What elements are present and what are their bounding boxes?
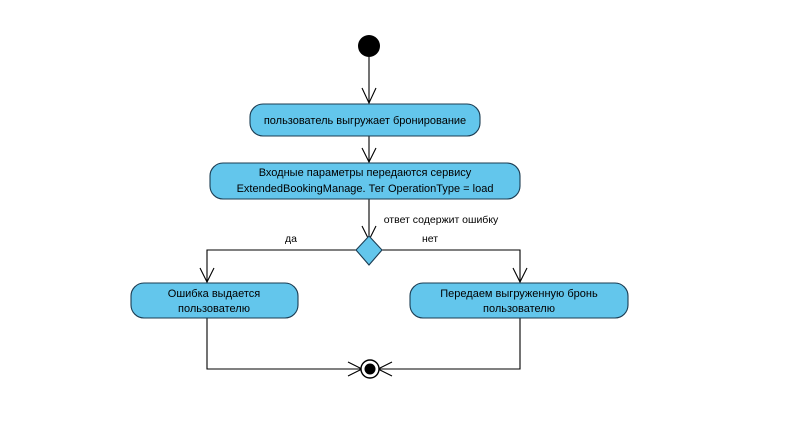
edge-activity-2-to-decision <box>361 199 377 242</box>
activity-node-error-to-user[interactable]: Ошибка выдается пользователю <box>130 282 299 319</box>
activity-node-service-params[interactable]: Входные параметры передаются сервису Ext… <box>209 162 521 200</box>
activity-2-label-line-1: Входные параметры передаются сервису <box>259 167 472 179</box>
activity-success-label-line-1: Передаем выгруженную бронь <box>440 288 598 300</box>
final-node <box>360 359 380 379</box>
activity-error-label-line-1: Ошибка выдается <box>168 288 261 300</box>
activity-error-label-line-2: пользователю <box>178 303 250 315</box>
activity-success-label-line-2: пользователю <box>483 303 555 315</box>
decision-node[interactable] <box>355 235 383 266</box>
edge-decision-to-error <box>199 249 356 284</box>
branch-label-yes: да <box>285 233 297 245</box>
edge-error-to-end <box>206 318 364 377</box>
activity-2-label-line-2: ExtendedBookingManage. Тег OperationType… <box>237 183 494 195</box>
edge-success-to-end <box>376 318 521 377</box>
guard-condition-label: ответ содержит ошибку <box>384 214 499 226</box>
branch-label-no: нет <box>422 233 438 245</box>
activity-node-deliver-booking[interactable]: Передаем выгруженную бронь пользователю <box>409 282 629 319</box>
activity-node-upload-booking[interactable]: пользователь выгружает бронирование <box>249 103 481 137</box>
edge-decision-to-success <box>382 249 528 284</box>
activity-1-label: пользователь выгружает бронирование <box>264 115 466 127</box>
initial-node <box>358 35 380 57</box>
edge-activity-1-to-activity-2 <box>361 136 377 164</box>
edge-start-to-activity-1 <box>361 57 377 105</box>
